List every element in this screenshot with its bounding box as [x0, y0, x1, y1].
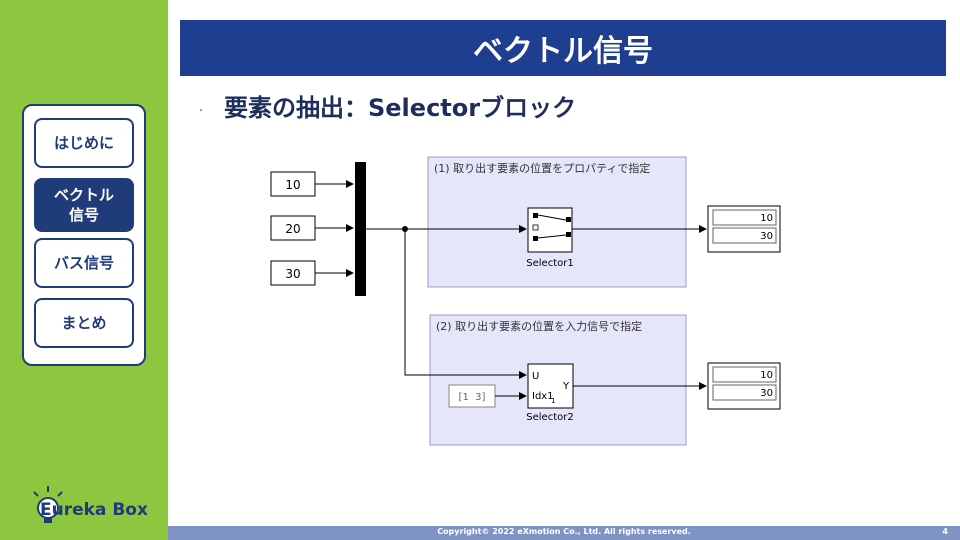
- index-constant-block[interactable]: [1 3]: [448, 384, 496, 408]
- page-number: 4: [942, 527, 948, 536]
- selector2-block[interactable]: U Idx1 1 Y: [527, 363, 574, 409]
- display1-block[interactable]: 10 30: [707, 205, 781, 253]
- copyright: Copyright© 2022 eXmotion Co., Ltd. All r…: [437, 527, 691, 536]
- eureka-box-logo: [33, 486, 63, 523]
- constant-block-10[interactable]: 10: [270, 171, 316, 197]
- logo-text: Eureka Box: [40, 500, 148, 520]
- selector2-port-y: Y: [562, 381, 570, 392]
- selector2-name: Selector2: [526, 412, 573, 423]
- constant-value: 10: [285, 178, 300, 192]
- nav-item-vector-signal[interactable]: ベクトル 信号: [34, 178, 134, 232]
- section-nav: はじめに ベクトル 信号 バス信号 まとめ: [22, 104, 146, 366]
- constant-block-30[interactable]: 30: [270, 260, 316, 286]
- nav-item-intro[interactable]: はじめに: [34, 118, 134, 168]
- constant-value: 30: [285, 267, 300, 281]
- area2-label: (2) 取り出す要素の位置を入力信号で指定: [436, 319, 642, 333]
- slide-title: ベクトル信号: [180, 20, 946, 76]
- display-value: 10: [760, 370, 773, 381]
- bullet-marker: ・: [196, 106, 206, 117]
- selector2-port-idx-sub: 1: [551, 397, 555, 405]
- nav-item-summary[interactable]: まとめ: [34, 298, 134, 348]
- constant-block-20[interactable]: 20: [270, 215, 316, 241]
- nav-item-bus-signal[interactable]: バス信号: [34, 238, 134, 288]
- constant-value: 20: [285, 222, 300, 236]
- selector1-block[interactable]: [527, 207, 573, 253]
- area1-label: (1) 取り出す要素の位置をプロパティで指定: [434, 161, 650, 175]
- footer: Copyright© 2022 eXmotion Co., Ltd. All r…: [168, 526, 960, 540]
- selector2-port-idx: Idx1: [532, 391, 554, 402]
- display2-block[interactable]: 10 30: [707, 362, 781, 410]
- selector-icon: [532, 213, 571, 241]
- slide-subtitle: 要素の抽出：Selectorブロック: [224, 94, 577, 122]
- display-value: 30: [760, 388, 773, 399]
- mux-block[interactable]: [355, 162, 366, 296]
- display-value: 30: [760, 231, 773, 242]
- display-value: 10: [760, 213, 773, 224]
- selector2-port-u: U: [532, 371, 539, 382]
- signal-line[interactable]: [404, 229, 527, 379]
- lightbulb-icon: [33, 486, 63, 523]
- index-constant-value: [1 3]: [459, 392, 486, 403]
- selector1-name: Selector1: [526, 258, 573, 269]
